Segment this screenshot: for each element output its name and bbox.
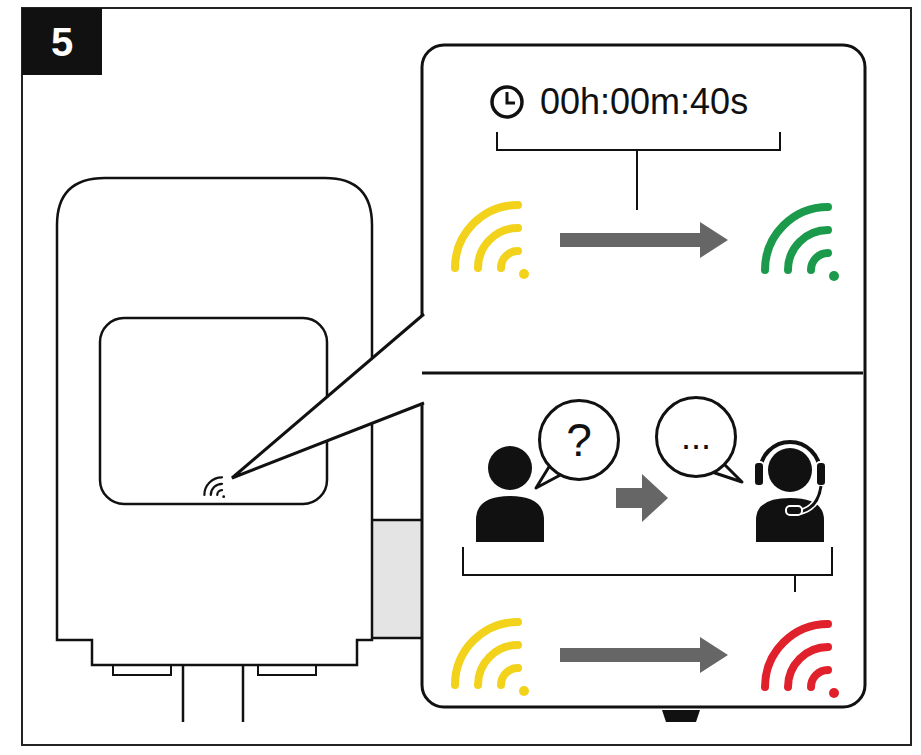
speech-bubble: ? bbox=[538, 399, 620, 481]
speech-bubble: ... bbox=[655, 396, 737, 478]
leg bbox=[182, 665, 185, 722]
red-wifi bbox=[765, 624, 839, 698]
device-wifi-icon bbox=[204, 477, 225, 498]
mic bbox=[786, 506, 802, 515]
timer-text: 00h:00m:40s bbox=[540, 84, 748, 120]
frame bbox=[22, 8, 911, 745]
bracket bbox=[497, 132, 780, 210]
mic-gap bbox=[800, 486, 821, 512]
node-text: 5 bbox=[51, 22, 73, 62]
tab-mark bbox=[662, 710, 700, 722]
agent-head bbox=[768, 448, 812, 492]
person-body bbox=[476, 496, 544, 542]
leader-line bbox=[232, 314, 424, 478]
earcup bbox=[816, 462, 826, 486]
earcup bbox=[754, 462, 764, 486]
headset-band bbox=[760, 442, 820, 472]
callout-panel bbox=[422, 45, 865, 707]
node-text: ? bbox=[566, 417, 592, 463]
step-badge: 5 bbox=[22, 8, 102, 75]
person-head bbox=[488, 446, 532, 490]
mic-arm bbox=[800, 486, 821, 512]
node-text: ... bbox=[681, 419, 711, 455]
leader-wedge bbox=[232, 313, 425, 478]
yellow-wifi bbox=[455, 205, 529, 279]
yellow-wifi bbox=[455, 622, 529, 696]
arrow bbox=[560, 222, 728, 258]
headset-gap bbox=[762, 442, 818, 470]
green-wifi bbox=[765, 207, 839, 281]
divider bbox=[422, 372, 863, 375]
arrow bbox=[560, 637, 728, 673]
clock-hands bbox=[507, 92, 515, 103]
leg bbox=[242, 665, 245, 722]
arrow bbox=[616, 474, 668, 522]
clock-icon bbox=[492, 87, 522, 117]
bracket bbox=[463, 547, 832, 592]
screen bbox=[100, 318, 327, 504]
